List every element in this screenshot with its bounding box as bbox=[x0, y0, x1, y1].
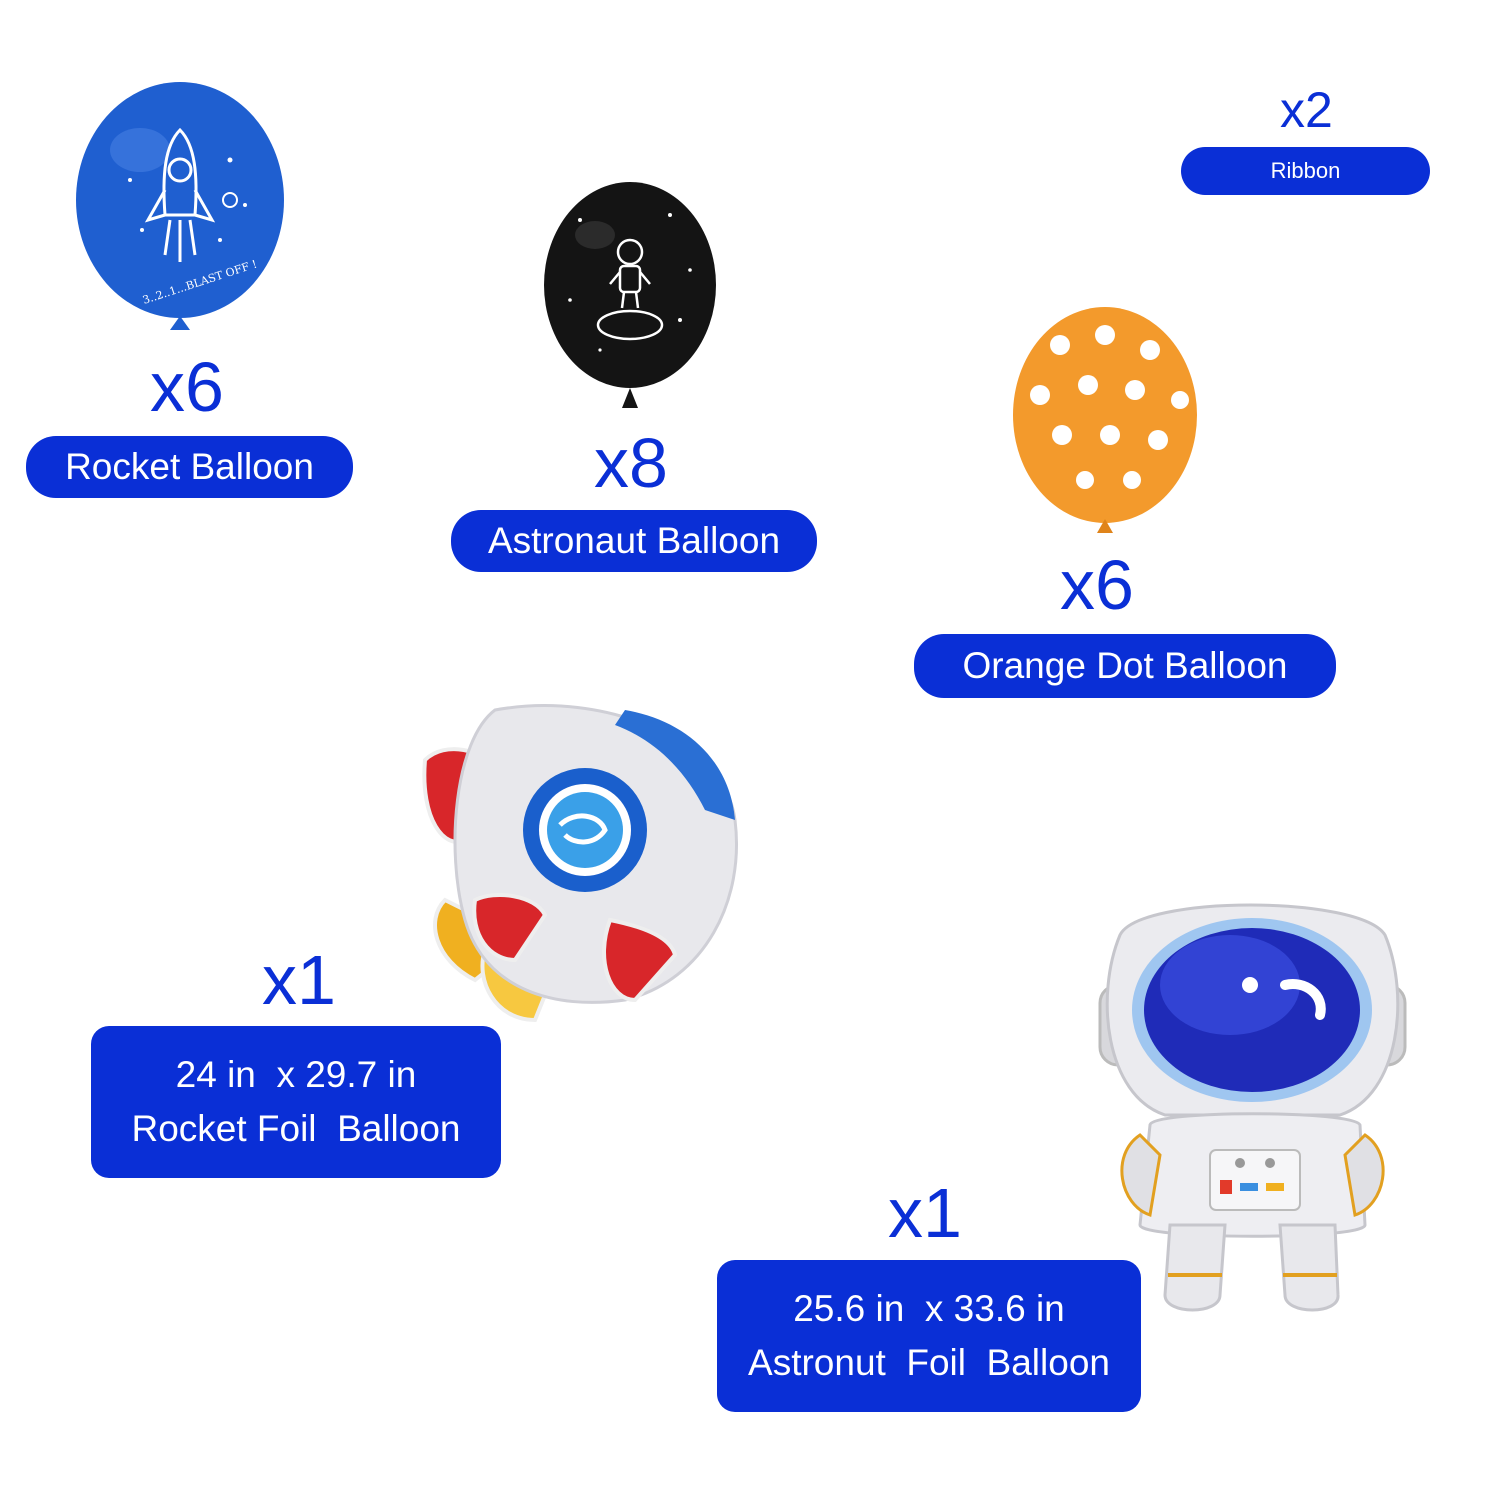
astronaut-balloon-label: Astronaut Balloon bbox=[451, 510, 817, 572]
astronaut-foil-label-box: 25.6 in x 33.6 in Astronut Foil Balloon bbox=[717, 1260, 1141, 1412]
rocket-foil-quantity: x1 bbox=[262, 941, 336, 1019]
astronaut-foil-balloon-image bbox=[1098, 903, 1407, 1312]
ribbon-quantity: x2 bbox=[1280, 82, 1333, 138]
rocket-balloon-quantity: x6 bbox=[150, 348, 224, 426]
astronaut-foil-size: 25.6 in x 33.6 in bbox=[793, 1288, 1065, 1329]
astronaut-print-icon bbox=[596, 238, 664, 341]
astronaut-foil-label: Astronut Foil Balloon bbox=[748, 1342, 1110, 1383]
rocket-balloon-label: Rocket Balloon bbox=[26, 436, 353, 498]
astronaut-foil-quantity: x1 bbox=[888, 1174, 962, 1252]
rocket-print-icon bbox=[144, 127, 216, 262]
astronaut-balloon-quantity: x8 bbox=[594, 424, 668, 502]
rocket-foil-balloon-image bbox=[422, 704, 738, 1023]
ribbon-label: Ribbon bbox=[1181, 147, 1430, 195]
rocket-foil-label-box: 24 in x 29.7 in Rocket Foil Balloon bbox=[91, 1026, 501, 1178]
orange-dot-balloon-quantity: x6 bbox=[1060, 546, 1134, 624]
rocket-foil-label: Rocket Foil Balloon bbox=[131, 1108, 461, 1149]
orange-dot-balloon-label: Orange Dot Balloon bbox=[914, 634, 1336, 698]
rocket-foil-size: 24 in x 29.7 in bbox=[175, 1054, 417, 1095]
rocket-balloon-image: 3..2..1...BLAST OFF ! bbox=[76, 82, 284, 330]
orange-dot-balloon-image bbox=[1013, 307, 1197, 533]
astronaut-balloon-image bbox=[544, 182, 716, 408]
